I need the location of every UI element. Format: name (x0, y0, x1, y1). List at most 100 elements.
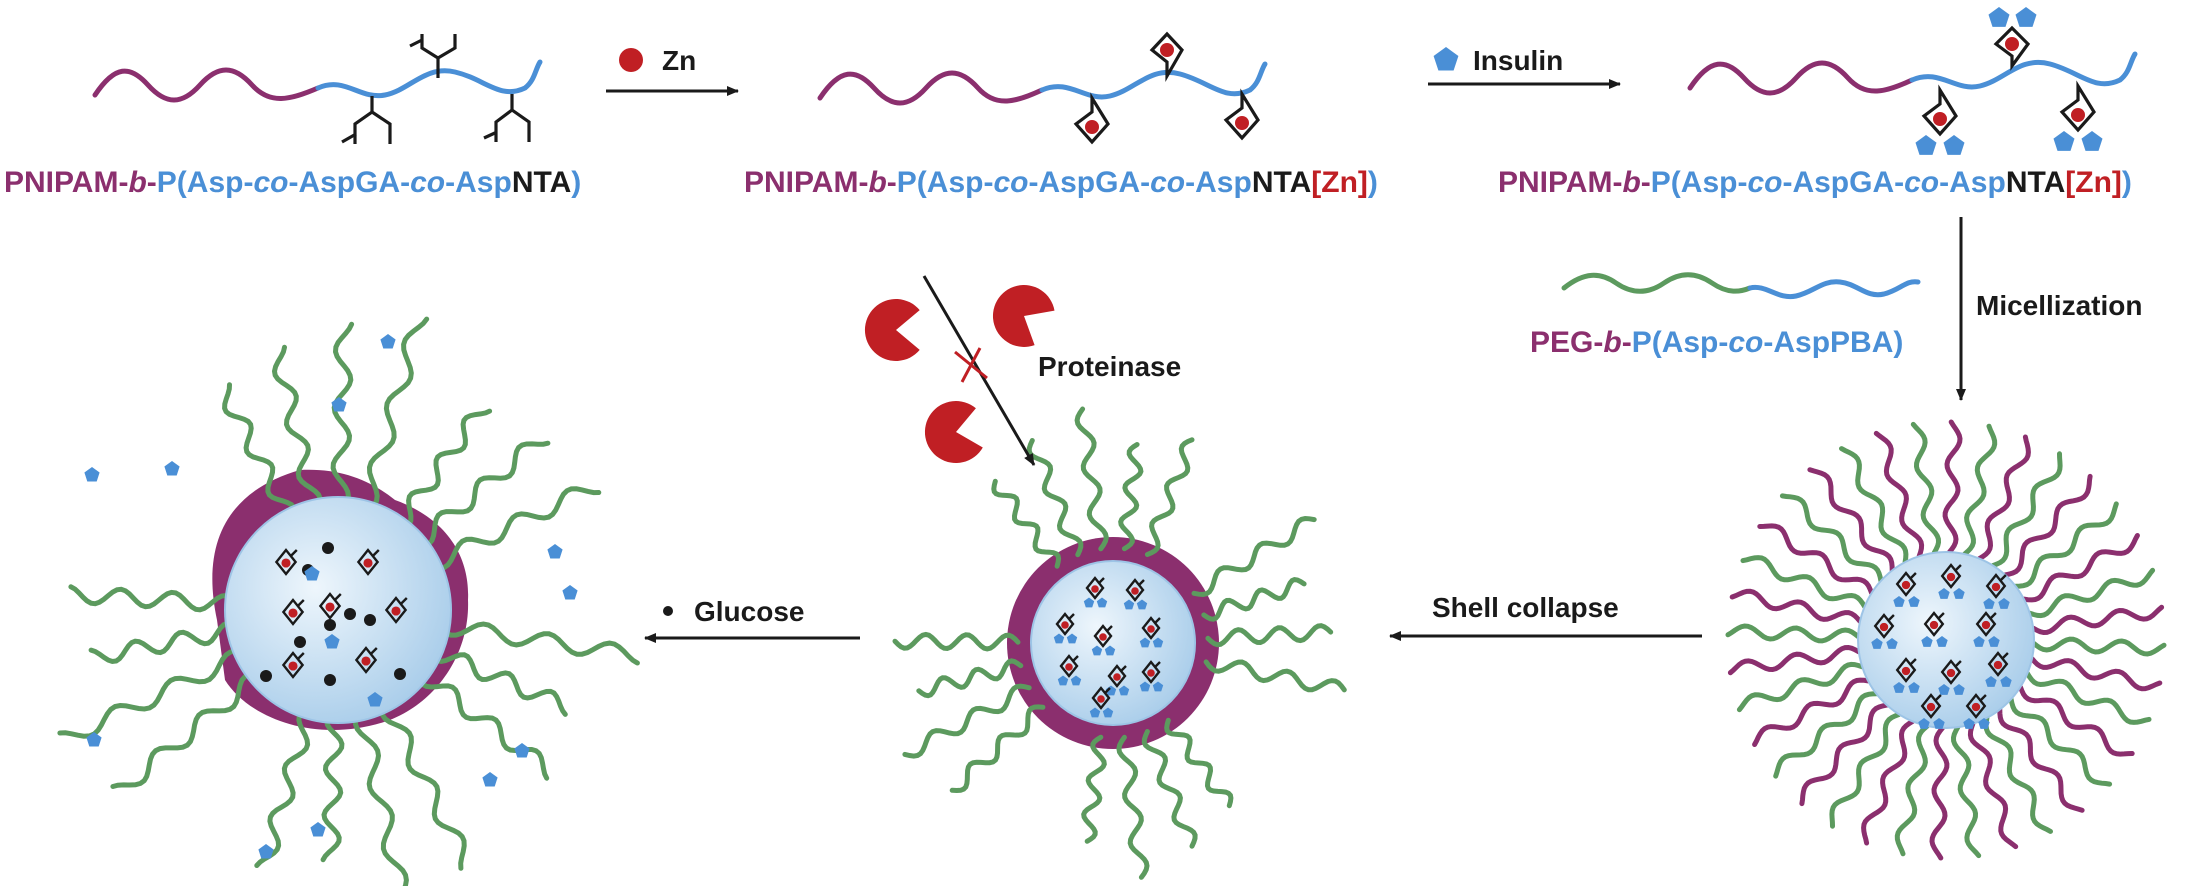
peg-chain (1773, 691, 1879, 779)
asp-block (315, 59, 543, 99)
peg-chain (1839, 446, 1909, 565)
peg-chain (1026, 438, 1084, 558)
insulin-icon (1066, 633, 1078, 644)
insulin-icon (1918, 718, 1930, 729)
insulin-icon (514, 743, 530, 758)
zinc-icon (281, 558, 291, 568)
nta-zn-complex (1873, 613, 1895, 639)
insulin-icon (1943, 135, 1965, 155)
nta-zn-complex (1141, 616, 1161, 640)
peg-chain (1829, 711, 1902, 829)
pnipam-block (817, 70, 1045, 106)
zinc-icon (1946, 668, 1956, 678)
polymer-unit-1 (92, 34, 543, 144)
nta-zn-complex (1059, 654, 1079, 678)
insulin-icon (1083, 597, 1095, 608)
blocked-cross-icon (954, 347, 988, 383)
glucose-icon (294, 636, 306, 648)
pnipam-chain (2030, 604, 2165, 636)
zinc-icon (1099, 633, 1107, 641)
insulin-icon (1139, 637, 1151, 648)
insulin-icon (1938, 684, 1950, 695)
insulin-icon (1921, 636, 1933, 647)
pnipam-chain (1799, 702, 1890, 807)
insulin-icon (1978, 718, 1990, 729)
zinc-icon (1879, 622, 1889, 632)
polymer-label-2: PNIPAM-b-P(Asp-co-AspGA-co-AspNTA[Zn]) (744, 166, 1378, 199)
peg-chain (1725, 623, 1861, 644)
insulin-icon (1104, 645, 1116, 656)
zinc-icon (288, 608, 298, 618)
pnipam-chain (1729, 588, 1863, 624)
nta-zn-complex (1125, 578, 1145, 602)
insulin-icon (1908, 596, 1920, 607)
pnipam-chain (1929, 725, 1950, 861)
polymer-unit-2 (817, 31, 1268, 145)
nta-zn-complex (1975, 611, 1997, 637)
insulin-icon (380, 334, 396, 349)
peg-chain (1983, 715, 2053, 834)
pnipam-block (92, 67, 321, 103)
peg-chain (254, 703, 313, 868)
glucose-icon (663, 606, 673, 616)
nta-zn-complex (318, 592, 342, 620)
peg-chain (1074, 406, 1109, 552)
zn-step: Zn (606, 45, 739, 96)
insulin-icon (1893, 596, 1905, 607)
glucose-icon (324, 619, 336, 631)
glucose-label: Glucose (694, 596, 804, 627)
peg-label: PEG-b-P(Asp-co-AspPBA) (1530, 326, 1903, 359)
peg-chain (88, 620, 243, 665)
glucose-icon (322, 542, 334, 554)
nta-zn-complex (1141, 660, 1161, 684)
insulin-icon (1953, 684, 1965, 695)
insulin-icon (2015, 7, 2037, 27)
zn-label: Zn (662, 45, 696, 76)
insulin-icon (482, 772, 498, 787)
nta-zn-complex (1107, 664, 1127, 688)
peg-chain (1164, 717, 1234, 809)
zinc-icon (391, 606, 401, 616)
nta-zn-complex (1085, 576, 1105, 600)
pnipam-chain (2029, 656, 2163, 692)
glucose-step: Glucose (644, 596, 860, 643)
nta-zn-complex (384, 596, 408, 624)
peg-block (1561, 272, 1753, 294)
insulin-icon (324, 634, 340, 649)
insulin-icon (1433, 47, 1459, 71)
zinc-icon (1946, 572, 1956, 582)
insulin-icon (1118, 685, 1130, 696)
nta-group (341, 34, 531, 144)
peg-chain (57, 648, 251, 739)
zinc-icon (1131, 587, 1139, 595)
micelle-core (224, 496, 452, 724)
zinc-icon (1929, 620, 1939, 630)
peg-chain (991, 478, 1062, 569)
zinc-icon (1981, 620, 1991, 630)
peg-chain (1910, 421, 1942, 556)
micelle-glucose-responsive (57, 316, 640, 886)
insulin-icon (331, 397, 347, 412)
peg-chain (902, 683, 1032, 759)
insulin-icon (547, 544, 563, 559)
insulin-icon (2053, 131, 2075, 151)
zinc-icon (1971, 702, 1981, 712)
pnipam-chain (1976, 434, 2031, 562)
insulin-icon (84, 467, 100, 482)
peg-chain (892, 631, 1021, 652)
insulin-icon (1096, 597, 1108, 608)
insulin-icon (1123, 599, 1135, 610)
nta-zn-complex (1940, 659, 1962, 685)
shell-collapse-label: Shell collapse (1432, 592, 1619, 623)
insulin-icon (1933, 718, 1945, 729)
zinc-icon (1991, 582, 2001, 592)
nta-zn-complex (1985, 573, 2007, 599)
proteinase-icon (992, 284, 1055, 347)
nta-zn-complex (1055, 612, 1075, 636)
insulin-icon (1915, 7, 2103, 155)
polymer-label-3: PNIPAM-b-P(Asp-co-AspGA-co-AspNTA[Zn]) (1498, 166, 2132, 199)
insulin-icon (1988, 636, 2000, 647)
zinc-icon (363, 558, 373, 568)
zinc-icon (288, 661, 298, 671)
nta-zn-insulin-group (1915, 7, 2103, 155)
